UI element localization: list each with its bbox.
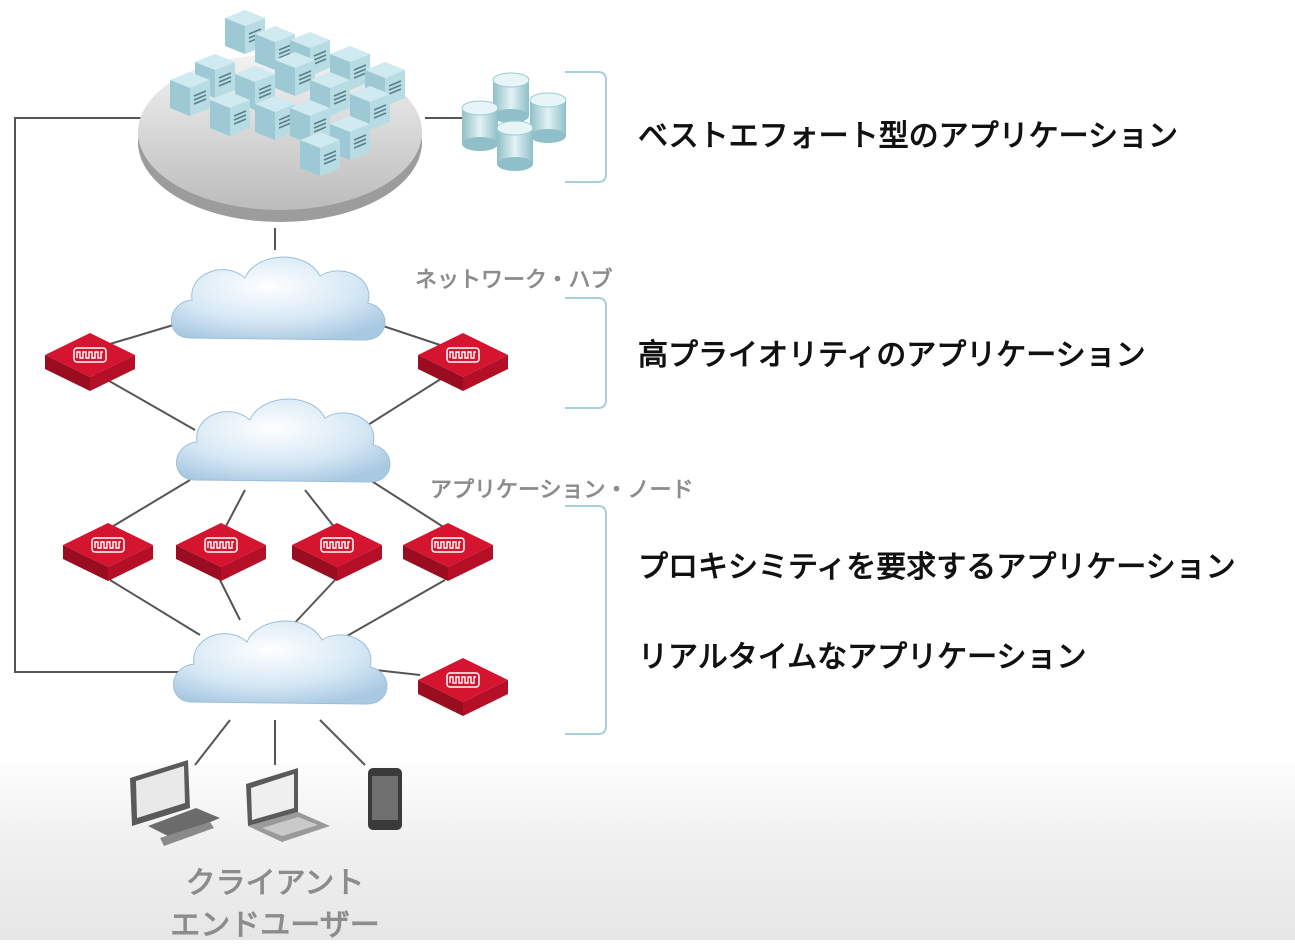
cloud2-to-n4: [369, 479, 446, 529]
network-hub-label: ネットワーク・ハブ: [415, 268, 613, 293]
cloud3-to-desktop: [194, 719, 231, 766]
end-user-label: エンドユーザー: [170, 908, 380, 943]
network-appliance-icon: [402, 522, 494, 582]
network-appliance-icon: [62, 522, 154, 582]
network-appliance-icon: [291, 522, 383, 582]
desktop-computer-icon: [130, 760, 220, 846]
cloud3-to-n5: [374, 669, 421, 676]
network-appliance-icon: [175, 522, 267, 582]
high-priority-label: 高プライオリティのアプリケーション: [638, 338, 1146, 373]
server-farm-icon: [138, 9, 422, 222]
cloud2-to-n1: [109, 479, 191, 529]
left-backbone-line: [14, 117, 185, 673]
database-cylinders-icon: [461, 72, 567, 171]
realtime-label: リアルタイムなアプリケーション: [638, 640, 1087, 675]
cloud2-to-n2: [224, 489, 246, 529]
n1-to-cloud3: [109, 579, 201, 636]
cloud-icon: [175, 398, 391, 483]
laptop-icon: [246, 768, 330, 842]
node-to-cloud2-right: [359, 369, 456, 431]
cloud-icon: [172, 620, 388, 705]
n2-to-cloud3: [219, 579, 241, 621]
network-appliance-icon: [417, 657, 509, 717]
cloud2-to-n3: [304, 489, 336, 529]
n4-to-cloud3: [339, 579, 446, 641]
app-node-label: アプリケーション・ノード: [430, 478, 694, 503]
bracket-lines: [565, 71, 607, 735]
cloud-icon: [170, 256, 386, 341]
cloud3-to-tablet: [319, 719, 366, 766]
bracket-high-priority: [565, 297, 607, 409]
proximity-label: プロキシミティを要求するアプリケーション: [638, 550, 1236, 585]
client-label: クライアント: [185, 866, 365, 901]
best-effort-label: ベストエフォート型のアプリケーション: [638, 119, 1178, 154]
bracket-proximity: [565, 505, 607, 735]
n3-to-cloud3: [289, 579, 336, 629]
tablet-icon: [368, 768, 402, 830]
network-appliance-icon: [44, 332, 136, 392]
bracket-best-effort: [565, 71, 607, 183]
